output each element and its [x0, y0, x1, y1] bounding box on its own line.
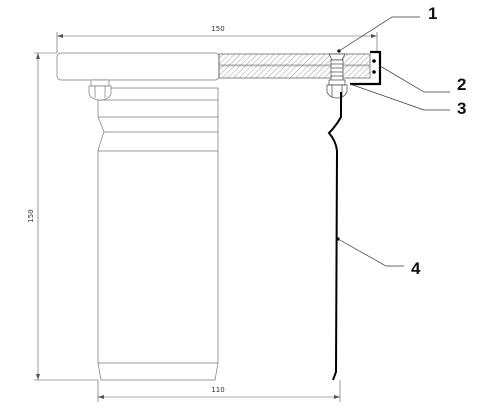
edge-profile-dot-lower — [372, 70, 376, 74]
dimension-bottom-width — [97, 380, 341, 402]
callout-leaders — [337, 16, 450, 267]
stool-exterior-view — [56, 52, 220, 381]
shell-wall-section — [327, 92, 342, 381]
callout-2: 2 — [457, 75, 466, 94]
fastening-screw — [328, 53, 346, 83]
dimension-top-width — [56, 32, 378, 53]
edge-profile-dot-upper — [372, 59, 376, 63]
edge-profile — [350, 50, 382, 86]
threaded-insert-nut — [326, 79, 348, 99]
dimension-top-width-label: 150 — [211, 25, 224, 33]
left-bolt-head — [88, 79, 112, 101]
dimension-height — [34, 52, 98, 381]
callout-3: 3 — [457, 99, 466, 118]
seat-board-section — [218, 53, 371, 79]
callout-4: 4 — [411, 259, 421, 278]
dimension-bottom-width-label: 110 — [211, 386, 224, 394]
dimension-height-label: 150 — [27, 209, 35, 222]
callout-1: 1 — [428, 4, 437, 23]
